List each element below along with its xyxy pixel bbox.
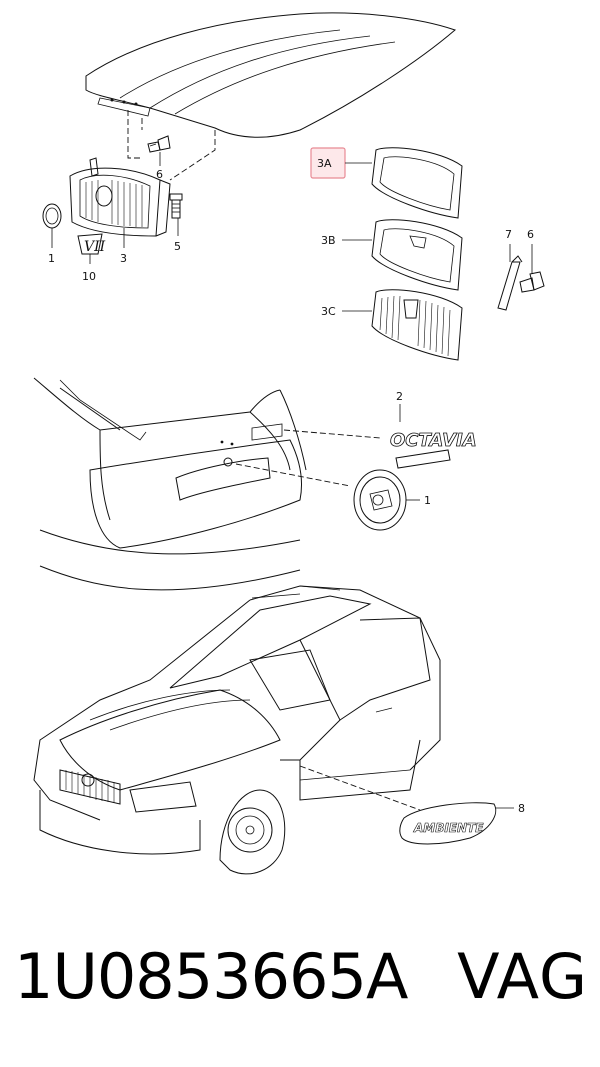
- grille-3c: [371, 289, 463, 361]
- screw-part-6-top: [147, 135, 171, 153]
- callout-2: 2: [396, 390, 403, 403]
- callout-5: 5: [174, 240, 181, 253]
- callout-1-top: 1: [48, 252, 55, 265]
- callout-10: 10: [82, 270, 96, 283]
- ambiente-lettering: AMBIENTE: [413, 821, 484, 835]
- callout-3: 3: [120, 252, 127, 265]
- bracket-part-7: [497, 255, 523, 311]
- part-number: 1U0853665A: [14, 940, 408, 1013]
- hood-illustration: [85, 12, 456, 138]
- callout-3b: 3B: [321, 234, 336, 247]
- grille-part-3: [69, 157, 171, 237]
- octavia-badge-part-2: OCTAVIA: [390, 430, 477, 469]
- svg-text:VII: VII: [84, 239, 106, 255]
- callout-6-top: 6: [156, 168, 163, 181]
- callout-3c: 3C: [321, 305, 336, 318]
- grille-frame-3a: [371, 147, 463, 219]
- ambiente-badge-part-8: AMBIENTE: [399, 802, 497, 845]
- screw-part-6-right: [519, 271, 545, 293]
- brand-name: VAG: [457, 940, 588, 1013]
- car-front-illustration: [33, 585, 441, 875]
- grille-frame-3b: [371, 219, 463, 291]
- footer: 1U0853665A VAG: [0, 940, 600, 1030]
- callout-6-right: 6: [527, 228, 534, 241]
- octavia-lettering: OCTAVIA: [390, 430, 477, 451]
- callout-7: 7: [505, 228, 512, 241]
- callout-8: 8: [518, 802, 525, 815]
- screw-part-5: [169, 193, 183, 219]
- callout-3a: 3A: [317, 157, 332, 170]
- emblem-part-1-mid: [353, 469, 407, 531]
- parts-diagram: VII 1 10 3 5 6 3A 3B 3C: [33, 12, 545, 875]
- badge-part-10: VII: [77, 233, 106, 255]
- callout-1-mid: 1: [424, 494, 431, 507]
- car-rear-illustration: [33, 377, 307, 591]
- emblem-part-1-top: [42, 203, 62, 229]
